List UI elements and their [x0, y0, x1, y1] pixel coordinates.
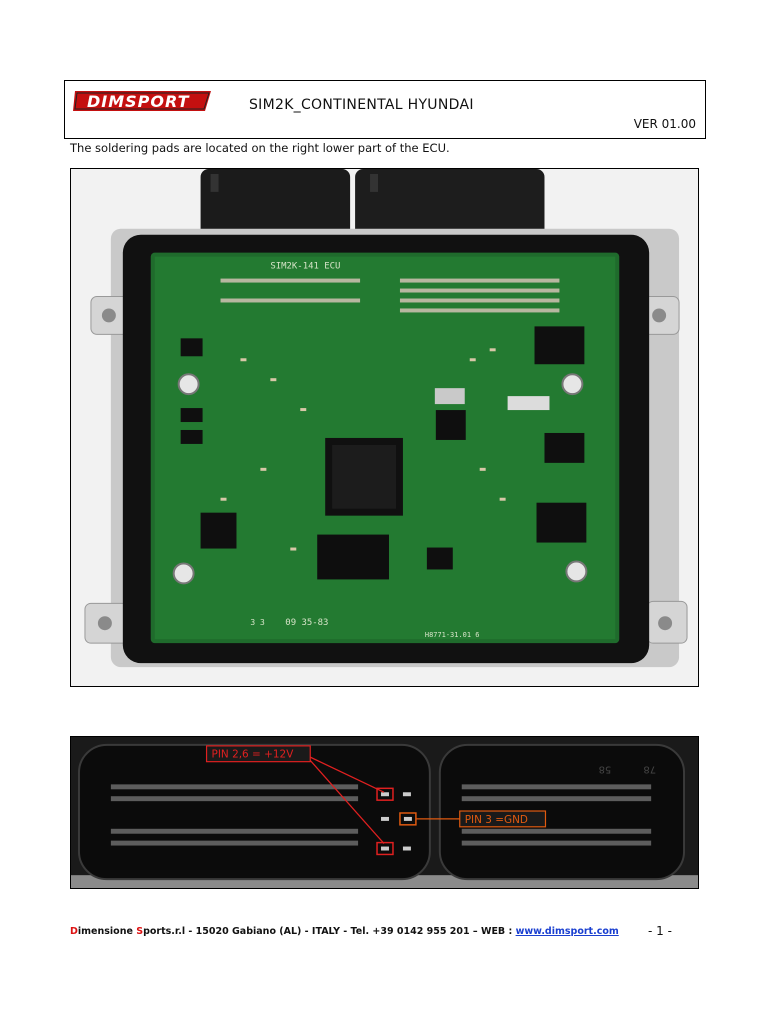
intro-text: The soldering pads are located on the ri…: [70, 141, 450, 155]
pin-highlight-power: [376, 841, 394, 856]
dimsport-logo: DIMSPORT: [73, 88, 213, 114]
logo-text: DIMSPORT: [87, 92, 190, 111]
footer-website-link[interactable]: www.dimsport.com: [515, 926, 619, 937]
ic-chip: [534, 326, 585, 365]
footer-initial-s: S: [136, 926, 144, 937]
document-title: SIM2K_CONTINENTAL HYUNDAI: [249, 97, 474, 113]
pcb-small-code: 3 3: [250, 618, 265, 627]
pin-number: 58: [599, 764, 612, 775]
connector-left-body: [77, 743, 431, 881]
pcb-board-label: SIM2K-141 ECU: [270, 262, 340, 272]
ground-pin-label-box: [459, 810, 547, 828]
page-number: - 1 -: [648, 924, 672, 938]
crystal: [434, 388, 465, 405]
footer-address: s.r.l - 15020 Gabiano (AL) - ITALY - Tel…: [165, 926, 516, 937]
footer-contact: Dimensione Sports.r.l - 15020 Gabiano (A…: [70, 926, 619, 937]
document-header: DIMSPORT SIM2K_CONTINENTAL HYUNDAI VER 0…: [64, 80, 706, 139]
document-version: VER 01.00: [633, 117, 696, 131]
footer-company-part: port: [143, 926, 166, 937]
connector-pinout-photo: 58 78 PIN 2,6 = +12V PIN 3 =GND: [70, 736, 699, 889]
footer-initial-d: D: [70, 926, 78, 937]
footer-company-part: imensione: [77, 926, 137, 937]
connector-right: [355, 169, 545, 239]
ecu-board-photo: SIM2K-141 ECU: [70, 168, 699, 687]
power-pin-label: PIN 2,6 = +12V: [212, 749, 295, 761]
pin-number: 78: [643, 764, 656, 775]
pin-highlight-power: [376, 787, 394, 801]
pcb-part-code: H8771-31.01 6: [425, 631, 480, 639]
qfp-chip: [317, 534, 389, 580]
power-pin-label-box: [205, 745, 311, 763]
connector-left: [200, 169, 351, 239]
pcb-date-code: 09 35-83: [285, 618, 328, 628]
ground-pin-label: PIN 3 =GND: [465, 814, 528, 826]
